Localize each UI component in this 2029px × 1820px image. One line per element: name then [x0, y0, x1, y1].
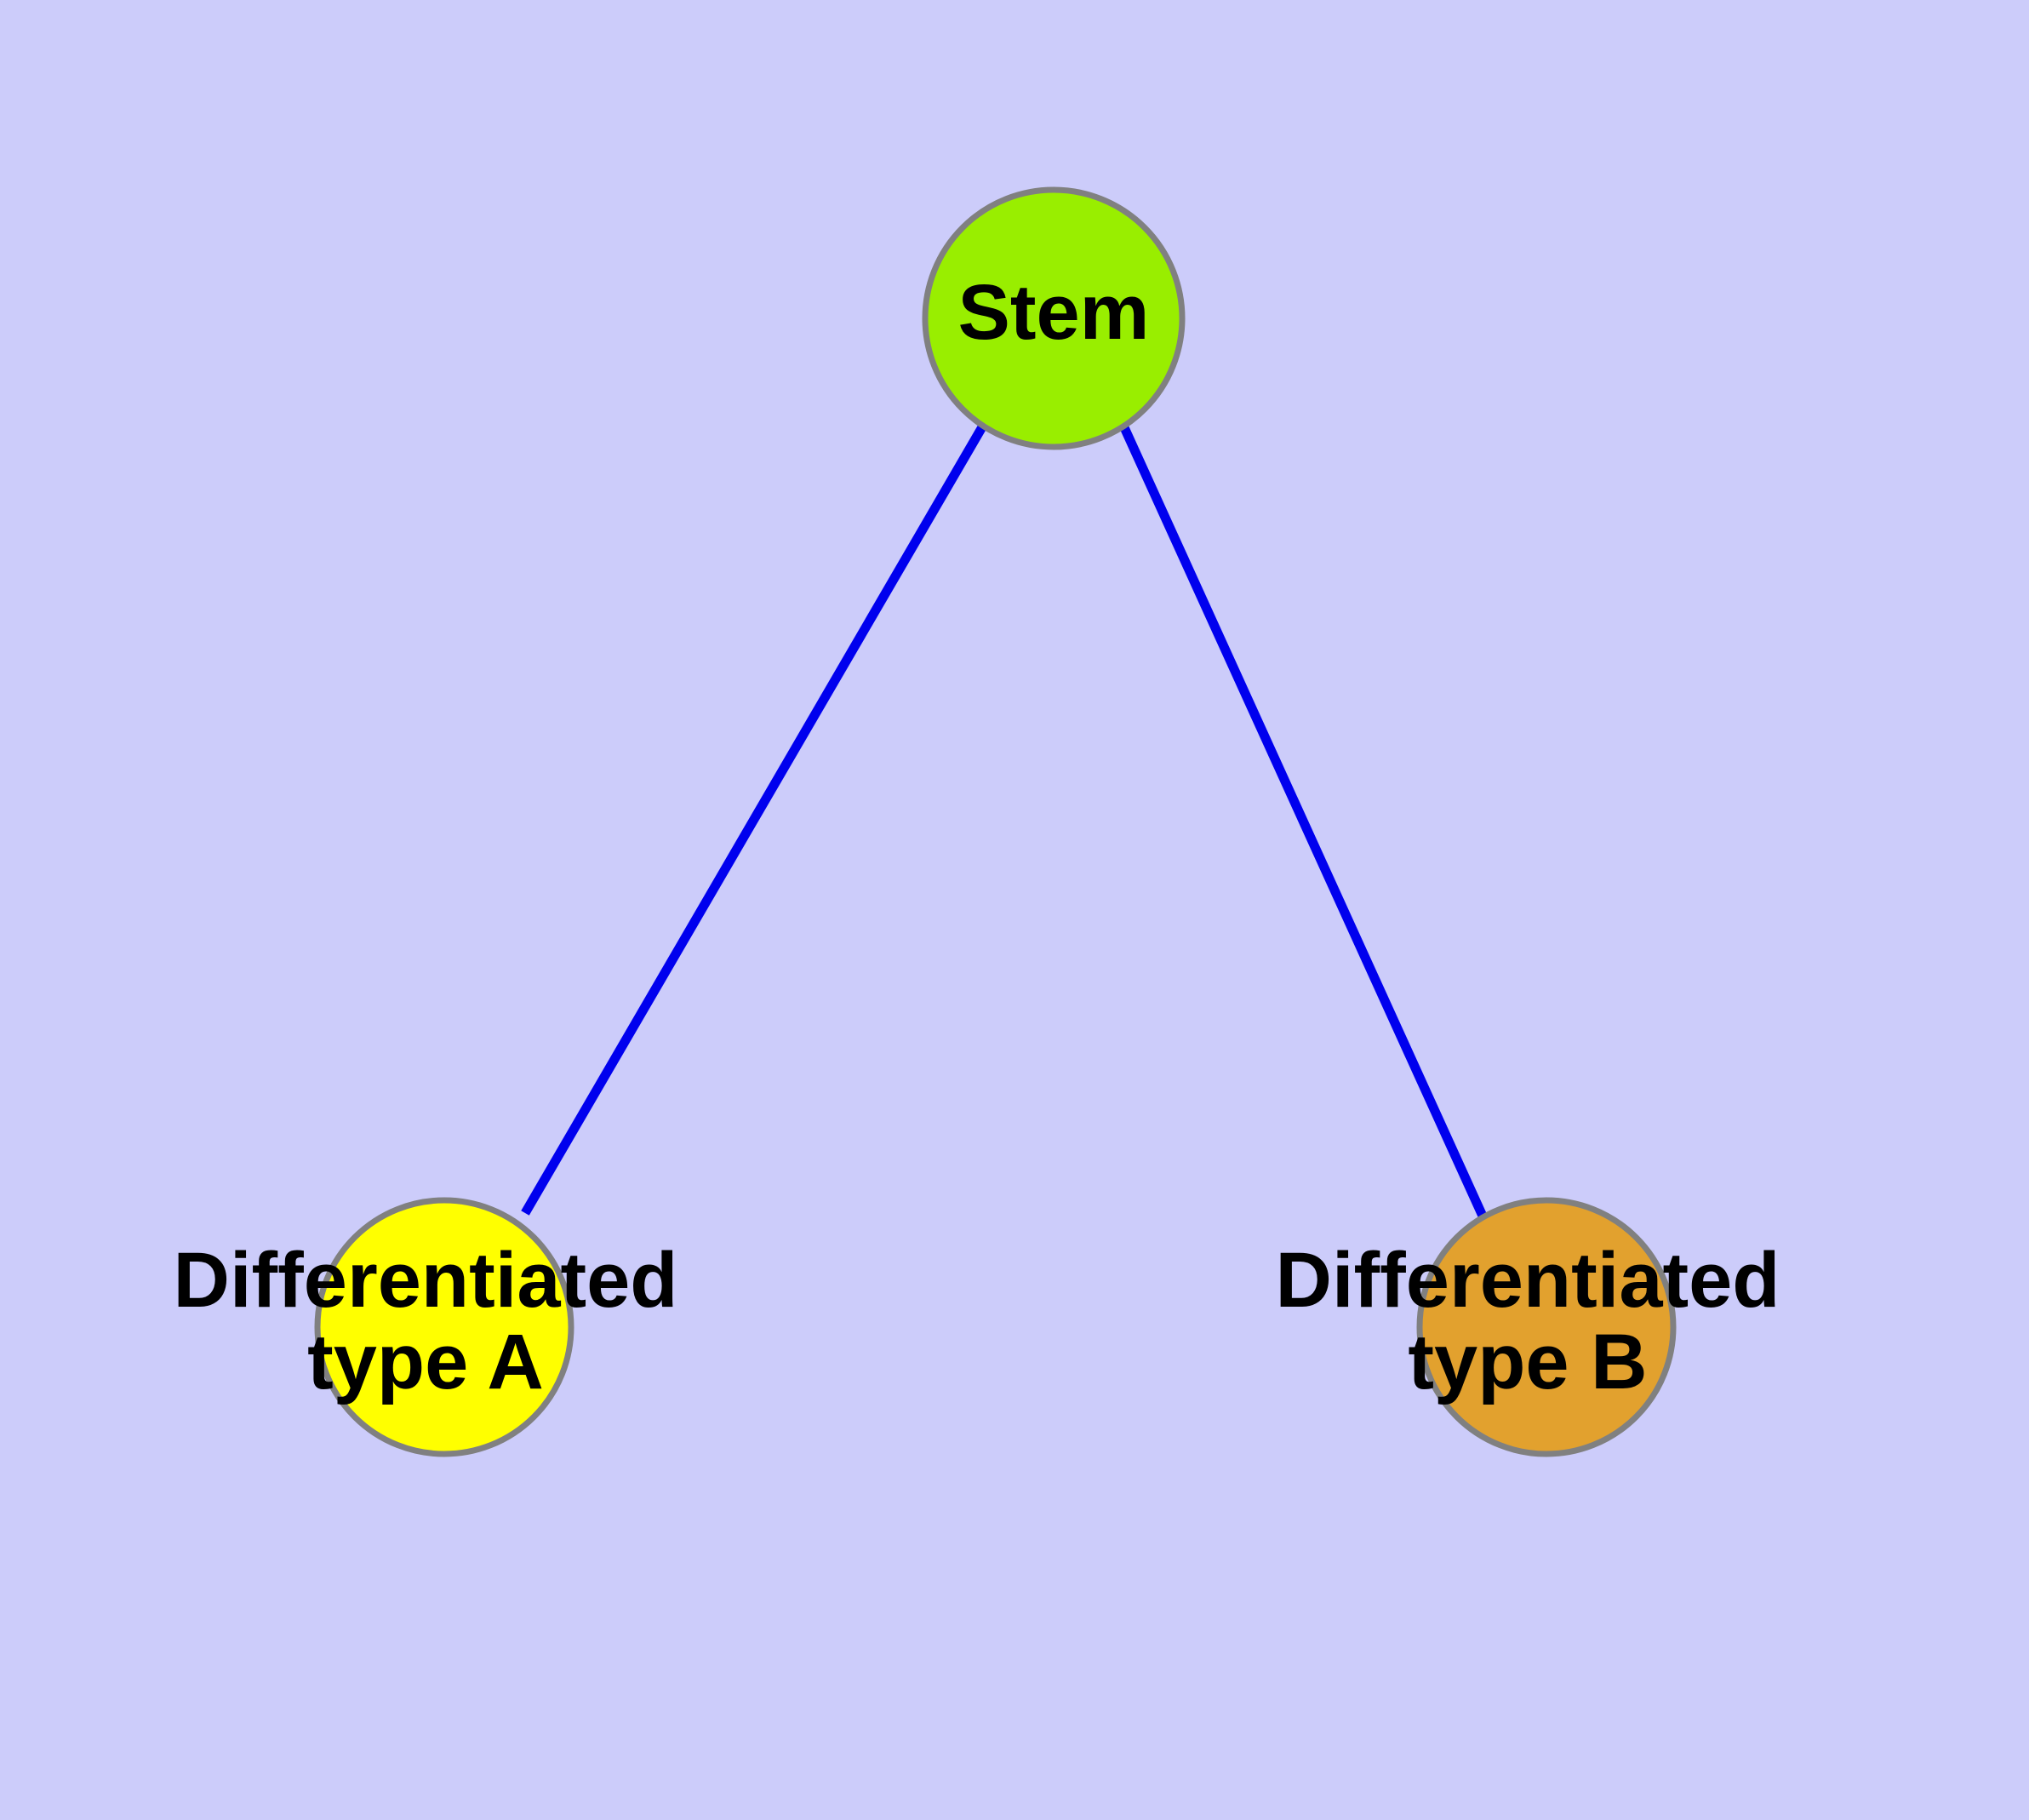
- node-label-line: type B: [1408, 1319, 1647, 1405]
- graph-node-diff_a[interactable]: [314, 1197, 574, 1457]
- node-label-line: type A: [307, 1319, 544, 1405]
- graph-edge-stem-to-diff-a[interactable]: [521, 423, 987, 1216]
- graph-node-diff_b[interactable]: [1416, 1197, 1677, 1457]
- graph-node-stem[interactable]: [922, 186, 1186, 450]
- node-label-line: Stem: [958, 269, 1150, 356]
- graph-edge-stem-to-diff-b[interactable]: [1118, 423, 1490, 1224]
- nodes-layer: [314, 186, 1677, 1457]
- node-label-line: Differentiated: [1276, 1237, 1780, 1324]
- node-label-stem: Stem: [958, 269, 1150, 356]
- node-label-line: Differentiated: [174, 1237, 678, 1324]
- edges-layer: [521, 423, 1490, 1224]
